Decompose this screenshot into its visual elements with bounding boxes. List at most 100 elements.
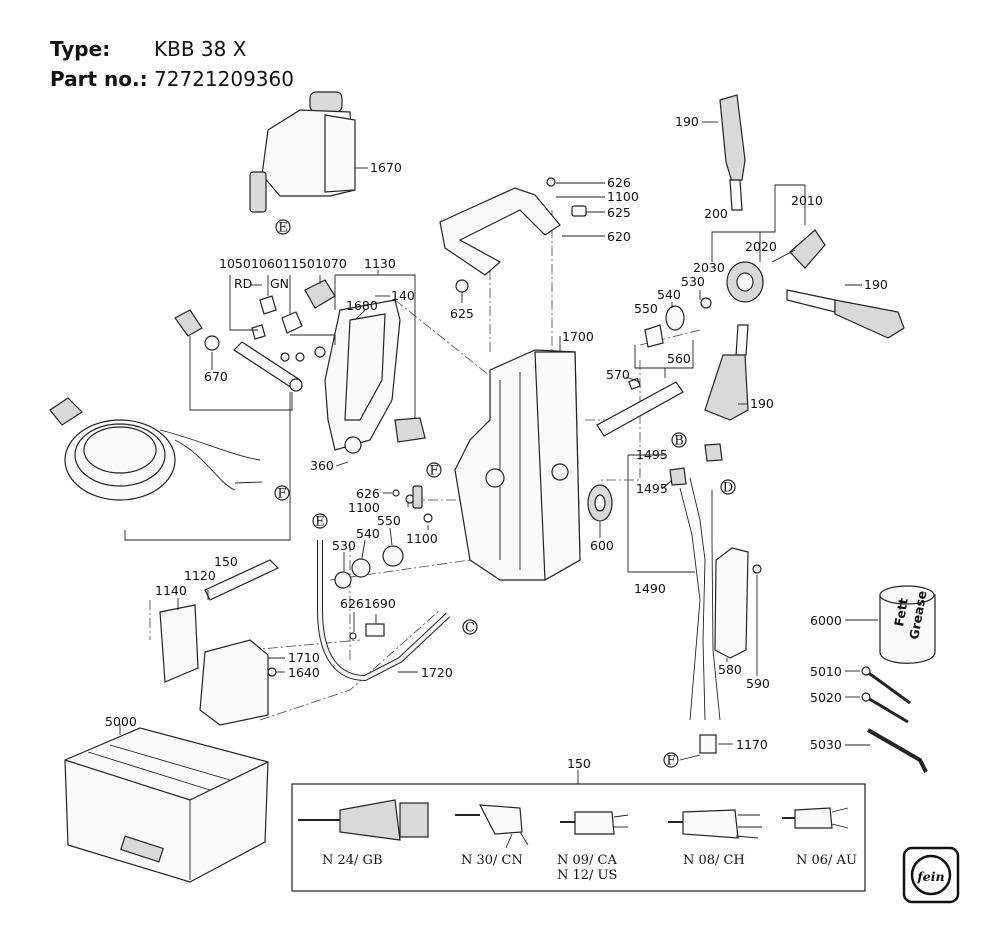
callout-1150: 1150 <box>283 256 315 271</box>
grease-can-label-1: Fett <box>891 597 911 628</box>
side-cover <box>714 547 762 676</box>
plug-code: N 30/ CN <box>461 853 523 868</box>
callout-626: 626 <box>340 596 364 611</box>
callout-2030: 2030 <box>693 260 725 275</box>
callout-1120: 1120 <box>184 568 216 583</box>
callout-1070: 1070 <box>315 256 347 271</box>
callout-1495: 1495 <box>636 481 668 496</box>
callout-5010: 5010 <box>810 664 842 679</box>
callout-1690: 1690 <box>364 596 396 611</box>
fein-logo: fein <box>902 846 960 904</box>
part-callouts: 1670 626 1100 625 620 625 190 200 2010 2… <box>105 114 888 771</box>
callout-190: 190 <box>750 396 774 411</box>
callout-1060: 1060 <box>251 256 283 271</box>
callout-2020: 2020 <box>745 239 777 254</box>
callout-1720: 1720 <box>421 665 453 680</box>
marker-D: D <box>723 481 733 496</box>
callout-1710: 1710 <box>288 650 320 665</box>
callout-140: 140 <box>391 288 415 303</box>
switch-carrier <box>324 270 426 467</box>
callout-1100: 1100 <box>348 500 380 515</box>
type-row: Type: KBB 38 X <box>50 37 246 61</box>
callout-530: 530 <box>332 538 356 553</box>
plug-code: N 12/ US <box>557 868 617 883</box>
callout-1140: 1140 <box>155 583 187 598</box>
callout-670: 670 <box>204 369 228 384</box>
part-number-label: Part no.: <box>50 67 148 91</box>
assembly-lines <box>149 210 701 721</box>
carry-handle <box>439 177 605 303</box>
callout-5030: 5030 <box>810 737 842 752</box>
carrying-case <box>64 724 269 883</box>
color-code-rd: RD <box>234 276 252 291</box>
callout-550: 550 <box>634 301 658 316</box>
small-hardware <box>334 485 433 589</box>
wiring-harness <box>627 443 733 761</box>
callout-550: 550 <box>377 513 401 528</box>
callout-150: 150 <box>214 554 238 569</box>
reference-markers: E E F F F B D C <box>274 219 736 769</box>
plug-code: N 08/ CH <box>683 853 745 868</box>
callout-190: 190 <box>675 114 699 129</box>
marker-C: C <box>465 621 475 636</box>
tools <box>845 666 928 773</box>
power-cable <box>49 392 291 541</box>
logo-text: fein <box>916 869 944 884</box>
callout-626: 626 <box>607 175 631 190</box>
part-number-value: 72721209360 <box>154 67 294 91</box>
callout-560: 560 <box>667 351 691 366</box>
callout-530: 530 <box>681 274 705 289</box>
callout-360: 360 <box>310 458 334 473</box>
callout-600: 600 <box>590 538 614 553</box>
callout-6000: 6000 <box>810 613 842 628</box>
callout-1050: 1050 <box>219 256 251 271</box>
callout-626: 626 <box>356 486 380 501</box>
callout-1100: 1100 <box>607 189 639 204</box>
callout-150: 150 <box>567 756 591 771</box>
cable-gland <box>174 309 303 411</box>
marker-B: B <box>674 434 684 449</box>
plug-variants <box>291 770 866 892</box>
grease-can: Fett Grease <box>845 585 936 664</box>
plug-code: N 09/ CA <box>557 853 618 868</box>
callout-1640: 1640 <box>288 665 320 680</box>
callout-200: 200 <box>704 206 728 221</box>
callout-540: 540 <box>356 526 380 541</box>
marker-E: E <box>278 221 288 236</box>
callout-570: 570 <box>606 367 630 382</box>
callout-590: 590 <box>746 676 770 691</box>
type-value: KBB 38 X <box>154 37 247 61</box>
marker-F: F <box>277 487 286 502</box>
callout-625: 625 <box>607 205 631 220</box>
callout-1495: 1495 <box>636 447 668 462</box>
callout-580: 580 <box>718 662 742 677</box>
spindle-assembly <box>596 94 905 437</box>
plug-code: N 24/ GB <box>322 853 383 868</box>
type-label: Type: <box>50 37 111 61</box>
part-number-row: Part no.:72721209360 <box>50 67 294 91</box>
marker-F: F <box>429 464 438 479</box>
callout-620: 620 <box>607 229 631 244</box>
plug-codes: N 24/ GB N 30/ CN N 09/ CA N 12/ US N 08… <box>322 853 857 883</box>
color-code-gn: GN <box>270 276 289 291</box>
oil-tank <box>249 91 368 213</box>
callout-5000: 5000 <box>105 714 137 729</box>
callout-540: 540 <box>657 287 681 302</box>
callout-1130: 1130 <box>364 256 396 271</box>
callout-190: 190 <box>864 277 888 292</box>
callout-1490: 1490 <box>634 581 666 596</box>
callout-2010: 2010 <box>791 193 823 208</box>
electronics <box>159 559 285 726</box>
callout-1170: 1170 <box>736 737 768 752</box>
callout-1100: 1100 <box>406 531 438 546</box>
marker-E: E <box>315 515 325 530</box>
plug-code: N 06/ AU <box>796 853 857 868</box>
callout-5020: 5020 <box>810 690 842 705</box>
pinion-gear <box>587 484 613 538</box>
switch-caps <box>229 275 336 362</box>
marker-F: F <box>666 754 675 769</box>
callout-1670: 1670 <box>370 160 402 175</box>
coolant-tube <box>317 540 451 682</box>
callout-1700: 1700 <box>562 329 594 344</box>
